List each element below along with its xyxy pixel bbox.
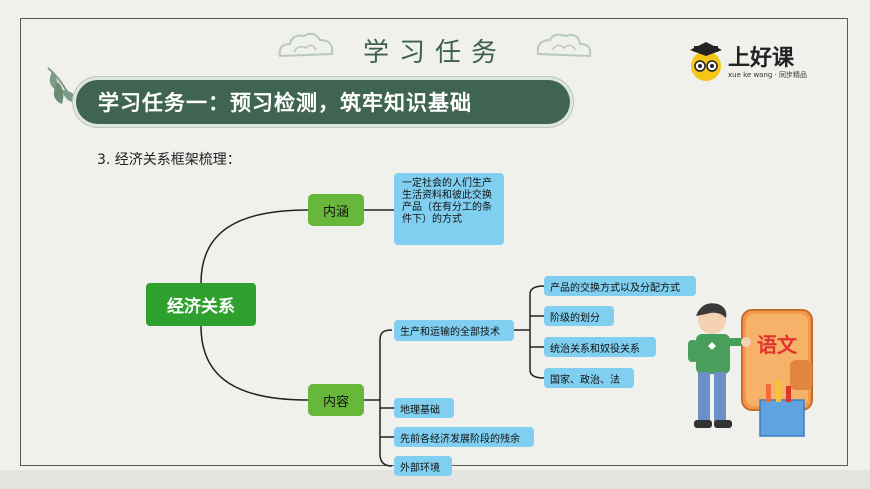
task-banner: 学习任务一：预习检测，筑牢知识基础 xyxy=(76,80,570,124)
connector-root-neihan xyxy=(200,209,309,284)
cloud-right-icon xyxy=(536,33,592,58)
bottom-band xyxy=(0,470,870,489)
cloud-left-icon xyxy=(278,32,334,58)
bamboo-leaf-icon xyxy=(47,67,78,104)
logo-name: 上好课 xyxy=(728,46,795,71)
sub-item-class: 阶级的划分 xyxy=(544,306,614,326)
branch-neirong: 内容 xyxy=(308,384,364,416)
content-item-remnants: 先前各经济发展阶段的残余 xyxy=(394,427,534,447)
logo: 上好课 xue ke wang · 同步精品 xyxy=(686,40,826,84)
section-title: 3. 经济关系框架梳理： xyxy=(97,152,241,168)
banner-text: 学习任务一：预习检测，筑牢知识基础 xyxy=(98,91,472,115)
connector-sub-1 xyxy=(529,285,545,295)
content-item-technology: 生产和运输的全部技术 xyxy=(394,320,514,341)
content-item-geography: 地理基础 xyxy=(394,398,454,418)
connector-child-1 xyxy=(379,329,393,341)
sub-item-rule: 统治关系和奴役关系 xyxy=(544,337,656,357)
logo-subtitle: xue ke wang · 同步精品 xyxy=(728,71,808,79)
content-item-external: 外部环境 xyxy=(394,456,452,476)
connector-child-4 xyxy=(379,453,393,467)
sub-item-state: 国家、政治、法 xyxy=(544,368,634,388)
branch-neihan: 内涵 xyxy=(308,194,364,226)
student-with-book-illustration: 语文 xyxy=(688,303,813,437)
connector-root-neirong xyxy=(200,325,309,401)
neihan-detail: 一定社会的人们生产生活资料和彼此交换产品（在有分工的条件下）的方式 xyxy=(394,173,504,245)
book-label: 语文 xyxy=(757,333,798,357)
sub-item-exchange: 产品的交换方式以及分配方式 xyxy=(544,276,696,296)
header-title: 学习任务 xyxy=(362,38,507,68)
logo-mascot-icon xyxy=(690,42,722,81)
connector-sub-4 xyxy=(529,369,545,379)
root-node: 经济关系 xyxy=(146,283,256,326)
